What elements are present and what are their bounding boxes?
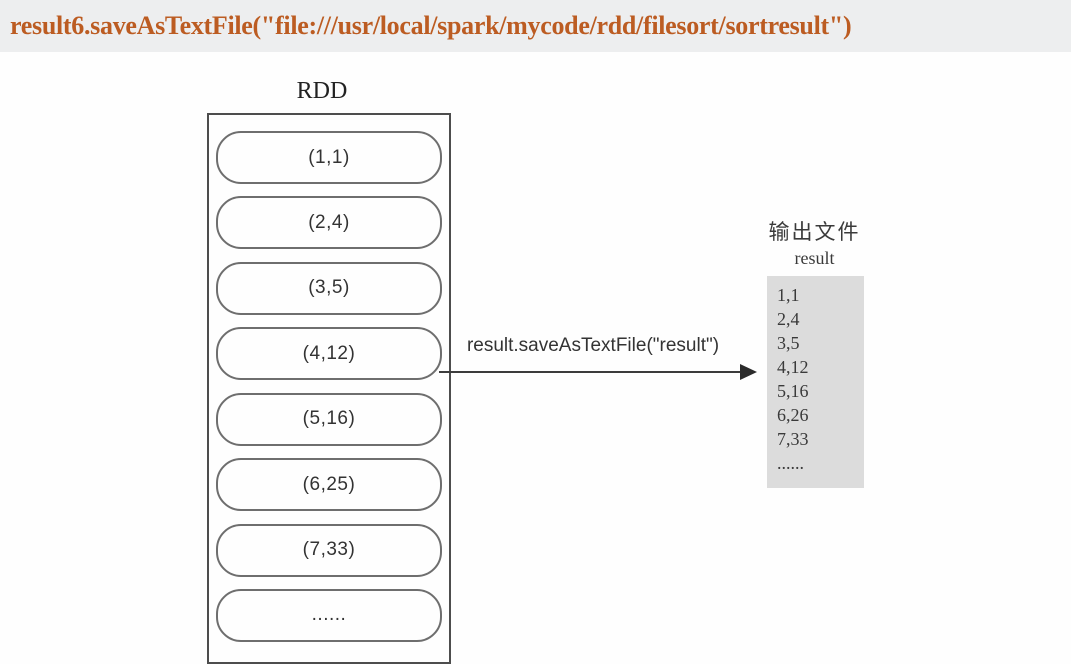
rdd-item: ......	[216, 588, 442, 642]
rdd-box: (1,1) (2,4) (3,5) (4,12) (5,16) (6,25) (…	[207, 113, 451, 664]
title-bar: result6.saveAsTextFile("file:///usr/loca…	[0, 0, 1071, 52]
output-file-header: 输出文件 result	[757, 216, 872, 269]
output-line: ......	[777, 453, 804, 473]
output-line: 3,5	[777, 333, 800, 353]
output-line: 4,12	[777, 357, 809, 377]
output-line: 5,16	[777, 381, 809, 401]
rdd-item: (2,4)	[216, 196, 442, 250]
arrow-right-icon	[740, 364, 757, 380]
rdd-item: (5,16)	[216, 392, 442, 446]
output-line: 7,33	[777, 429, 809, 449]
rdd-label: RDD	[296, 78, 348, 104]
rdd-item: (6,25)	[216, 458, 442, 512]
output-line: 1,1	[777, 285, 800, 305]
output-file-name: result	[794, 248, 835, 268]
rdd-item: (4,12)	[216, 327, 442, 381]
rdd-item: (3,5)	[216, 261, 442, 315]
rdd-item: (7,33)	[216, 523, 442, 577]
arrow-line	[439, 371, 742, 373]
code-title: result6.saveAsTextFile("file:///usr/loca…	[10, 11, 852, 40]
arrow-label: result.saveAsTextFile("result")	[466, 335, 720, 356]
rdd-item: (1,1)	[216, 131, 442, 184]
output-file-box: 1,1 2,4 3,5 4,12 5,16 6,26 7,33 ......	[767, 276, 864, 488]
output-line: 2,4	[777, 309, 800, 329]
output-file-title: 输出文件	[768, 220, 861, 244]
output-line: 6,26	[777, 405, 809, 425]
